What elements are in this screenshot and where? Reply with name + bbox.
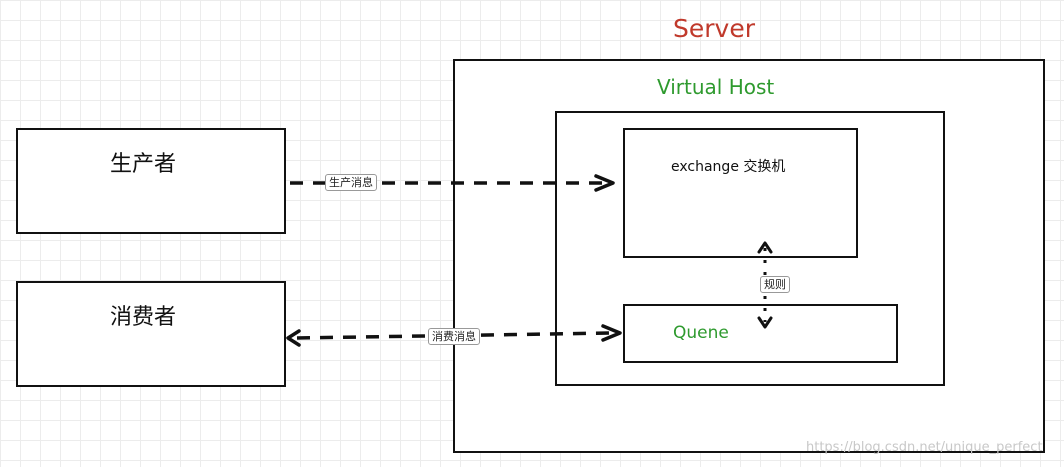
produce-arrow-head <box>594 174 615 192</box>
producer-box: 生产者 <box>16 128 286 234</box>
watermark: https://blog.csdn.net/unique_perfect <box>806 440 1043 455</box>
exchange-box: exchange 交换机 <box>623 128 858 258</box>
consume-arrow-line <box>296 331 613 340</box>
consume-arrow-head-right <box>601 324 622 342</box>
server-title: Server <box>673 14 755 43</box>
queue-box: Quene <box>623 304 898 363</box>
consumer-box: 消费者 <box>16 281 286 387</box>
exchange-label: exchange 交换机 <box>671 159 786 175</box>
consume-arrow-head-left <box>286 329 301 347</box>
rules-arrow-head-down <box>757 316 773 329</box>
virtual-host-title: Virtual Host <box>657 75 775 99</box>
producer-label: 生产者 <box>110 152 177 177</box>
produce-edge-label: 生产消息 <box>325 174 377 191</box>
queue-label: Quene <box>673 323 729 343</box>
consumer-label: 消费者 <box>110 305 177 330</box>
rules-arrow-head-up <box>757 241 773 254</box>
consume-edge-label: 消费消息 <box>428 328 480 345</box>
rules-edge-label: 规则 <box>760 276 790 293</box>
